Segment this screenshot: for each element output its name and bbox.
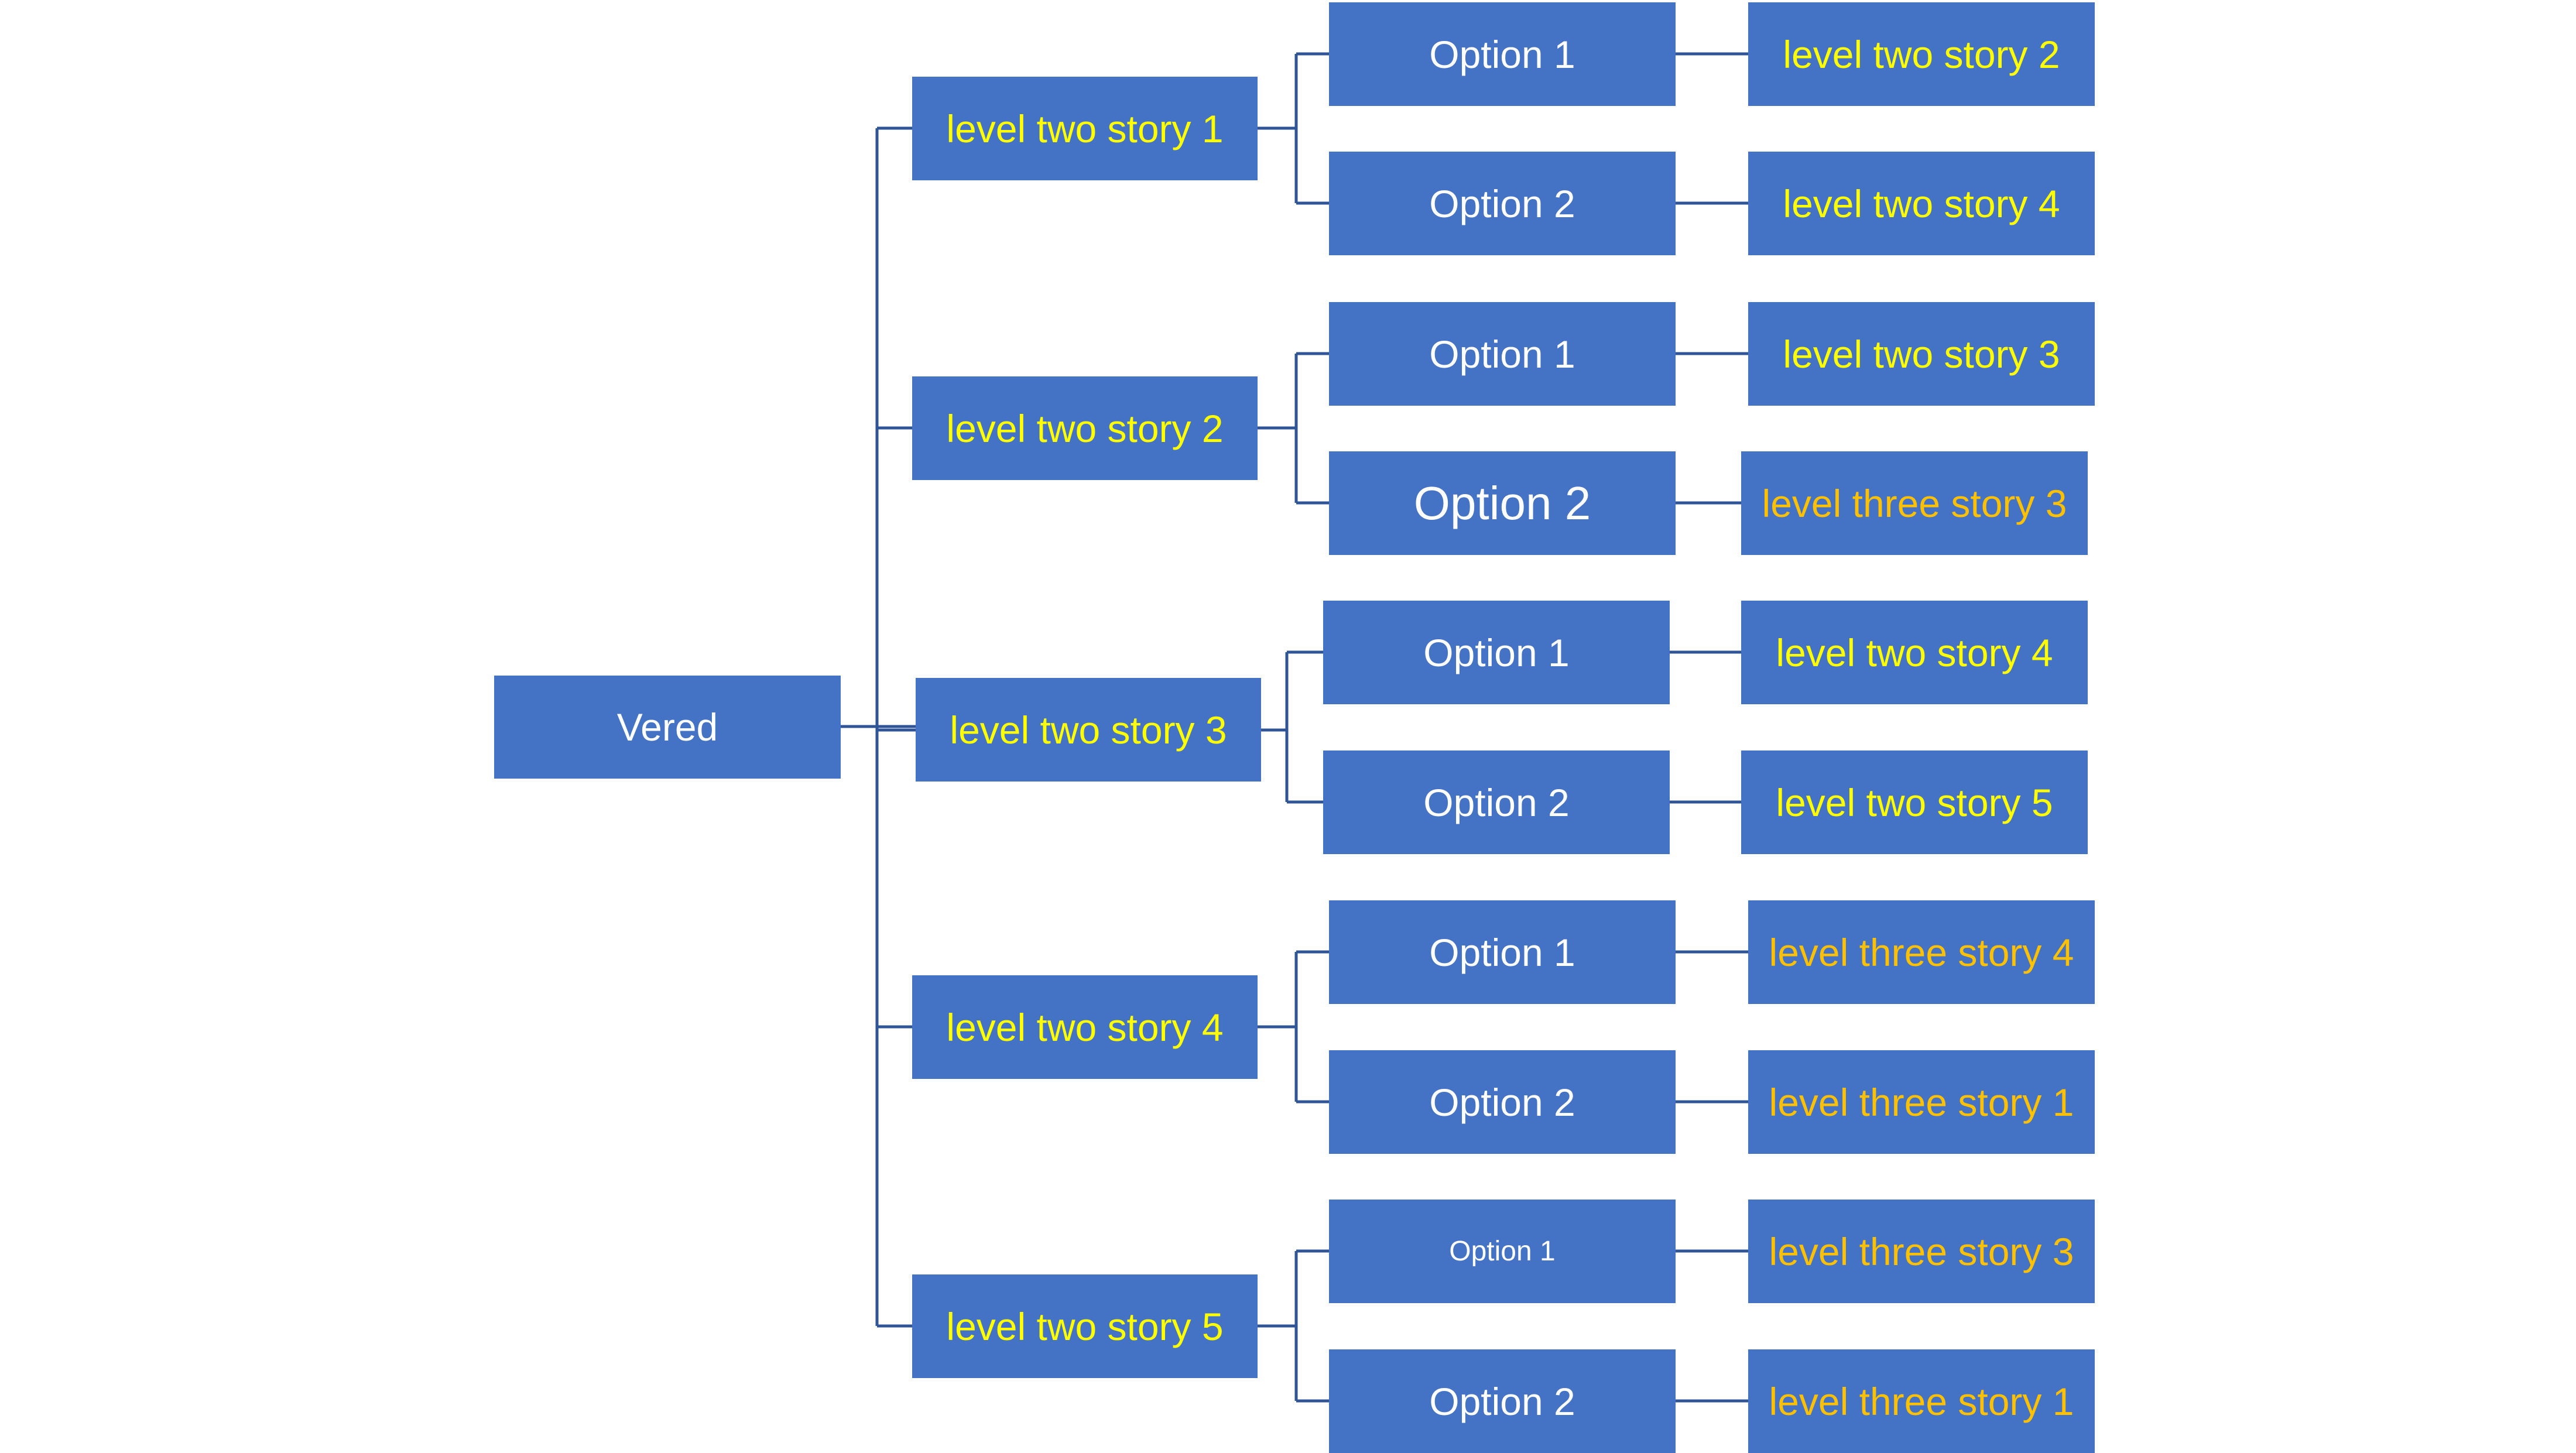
branch-4-option-1: Option 1 xyxy=(1329,900,1676,1004)
branch-3-option-2-label: Option 2 xyxy=(1423,780,1570,824)
branch-3-option-1-result: level two story 4 xyxy=(1741,601,2088,704)
branch-1-option-2-label: Option 2 xyxy=(1429,181,1575,225)
branch-5-option-2-result-label: level three story 1 xyxy=(1769,1379,2074,1423)
branch-4-option-1-label: Option 1 xyxy=(1429,930,1575,974)
branch-4-option-2: Option 2 xyxy=(1329,1050,1676,1154)
branch-1-option-1-result-label: level two story 2 xyxy=(1783,32,2060,76)
branch-4-option-2-label: Option 2 xyxy=(1429,1080,1575,1124)
level-two-label-1: level two story 1 xyxy=(946,107,1224,150)
branch-5-options-bracket xyxy=(1258,1249,1329,1403)
branch-5-option-2-label: Option 2 xyxy=(1429,1379,1575,1423)
branch-1-options-bracket xyxy=(1258,52,1329,205)
branch-2-option-2-label: Option 2 xyxy=(1413,477,1591,529)
level-two-label-4: level two story 4 xyxy=(946,1005,1224,1049)
branch-2-option-2-result-label: level three story 3 xyxy=(1762,481,2067,525)
branch-4-option-2-result: level three story 1 xyxy=(1748,1050,2095,1154)
branch-3-option-1: Option 1 xyxy=(1323,601,1670,704)
level-two-node-4: level two story 4 xyxy=(912,975,1258,1079)
branch-2-option-1-result-label: level two story 3 xyxy=(1783,332,2060,376)
root-label: Vered xyxy=(616,705,718,749)
branch-1-option-2: Option 2 xyxy=(1329,152,1676,255)
branch-4-option-1-result: level three story 4 xyxy=(1748,900,2095,1004)
branch-2-option-2-result: level three story 3 xyxy=(1741,451,2088,555)
branch-2-option-2: Option 2 xyxy=(1329,451,1676,555)
branch-3-option-2-result-label: level two story 5 xyxy=(1776,780,2053,824)
branch-5-option-1-label: Option 1 xyxy=(1449,1235,1556,1267)
level-two-node-2: level two story 2 xyxy=(912,376,1258,480)
branch-1-option-1-label: Option 1 xyxy=(1429,32,1575,76)
level-two-node-5: level two story 5 xyxy=(912,1274,1258,1378)
branch-4-options-bracket xyxy=(1258,950,1329,1104)
level-two-label-2: level two story 2 xyxy=(946,406,1224,450)
branch-2-options-bracket xyxy=(1258,352,1329,505)
branch-2-option-1-label: Option 1 xyxy=(1429,332,1575,376)
branch-1-option-2-result-label: level two story 4 xyxy=(1783,181,2060,225)
branch-3-option-1-label: Option 1 xyxy=(1423,630,1570,674)
level-two-label-5: level two story 5 xyxy=(946,1304,1224,1348)
level-two-node-1: level two story 1 xyxy=(912,77,1258,180)
branch-5-option-2-result: level three story 1 xyxy=(1748,1349,2095,1453)
root-node: Vered xyxy=(494,676,841,779)
branch-3-option-2: Option 2 xyxy=(1323,751,1670,854)
branch-1-option-1: Option 1 xyxy=(1329,2,1676,106)
branch-5-option-1-result-label: level three story 3 xyxy=(1769,1229,2074,1273)
branch-1-option-2-result: level two story 4 xyxy=(1748,152,2095,255)
branch-2-option-1-result: level two story 3 xyxy=(1748,302,2095,406)
branch-4-option-1-result-label: level three story 4 xyxy=(1769,930,2074,974)
branch-3-option-1-result-label: level two story 4 xyxy=(1776,630,2053,674)
branch-5-option-2: Option 2 xyxy=(1329,1349,1676,1453)
branch-5-option-1-result: level three story 3 xyxy=(1748,1200,2095,1303)
branch-3-options-bracket xyxy=(1261,650,1323,804)
level-two-node-3: level two story 3 xyxy=(916,678,1261,782)
branch-2-option-1: Option 1 xyxy=(1329,302,1676,406)
branch-1-option-1-result: level two story 2 xyxy=(1748,2,2095,106)
branch-5-option-1: Option 1 xyxy=(1329,1200,1676,1303)
branch-3-option-2-result: level two story 5 xyxy=(1741,751,2088,854)
branch-4-option-2-result-label: level three story 1 xyxy=(1769,1080,2074,1124)
level-two-label-3: level two story 3 xyxy=(950,708,1227,752)
